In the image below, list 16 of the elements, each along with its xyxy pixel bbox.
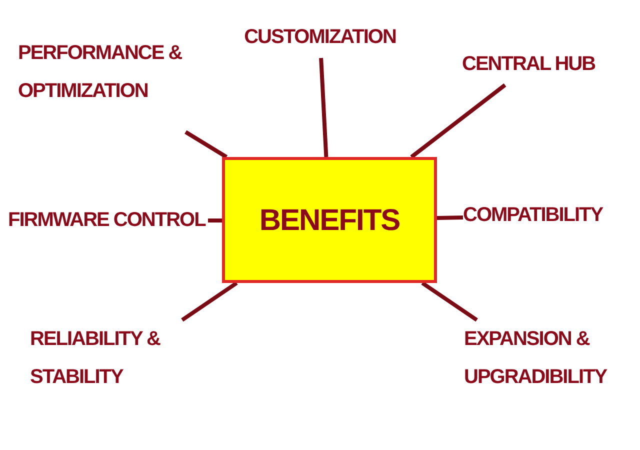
benefit-label: PERFORMANCE & OPTIMIZATION bbox=[18, 34, 193, 132]
benefit-label: FIRMWARE CONTROL bbox=[8, 201, 208, 241]
benefit-label: EXPANSION & UPGRADIBILITY bbox=[464, 320, 634, 418]
benefit-label: RELIABILITY & STABILITY bbox=[30, 320, 190, 418]
connector-line bbox=[184, 130, 228, 159]
connector-line bbox=[181, 281, 238, 322]
connector-line bbox=[410, 83, 506, 159]
connector-line bbox=[319, 58, 328, 158]
benefit-label: CUSTOMIZATION bbox=[238, 18, 402, 58]
connector-line bbox=[421, 281, 478, 322]
central-label: BENEFITS bbox=[259, 202, 400, 238]
central-box bbox=[222, 157, 437, 283]
benefit-label: CENTRAL HUB bbox=[462, 45, 600, 85]
connector-line bbox=[436, 216, 464, 220]
connector-line bbox=[208, 218, 222, 223]
benefit-label: COMPATIBILITY bbox=[463, 196, 625, 236]
